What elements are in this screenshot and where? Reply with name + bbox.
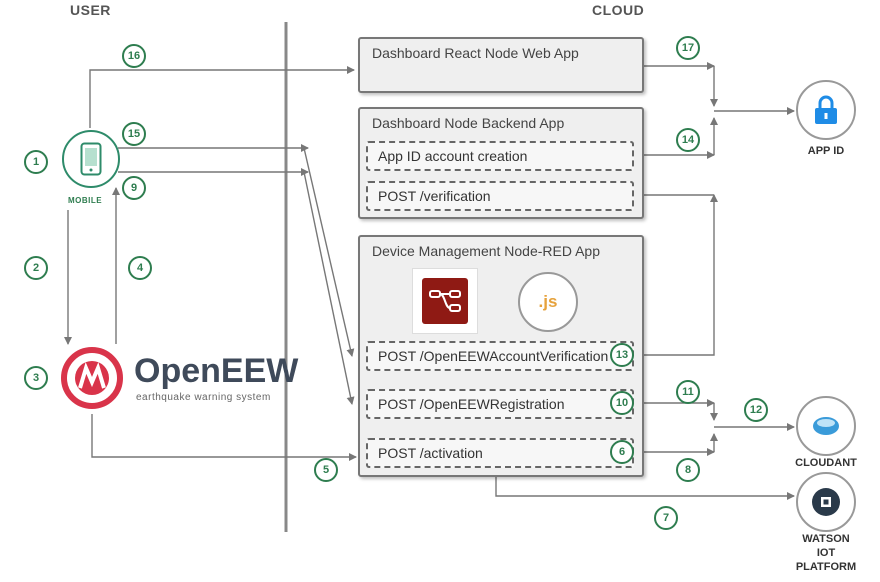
cloud-header: CLOUD	[592, 2, 645, 18]
openeew-logo-mark	[61, 347, 123, 409]
flow-16	[89, 66, 355, 128]
openeew-name: OpenEEW	[134, 352, 299, 390]
dashboard-backend-app[interactable]: Dashboard Node Backend App App ID accoun…	[358, 107, 644, 219]
node-red-logo	[422, 278, 468, 324]
step-badge-3: 3	[24, 366, 48, 390]
step-badge-1: 1	[24, 150, 48, 174]
user-header: USER	[70, 2, 111, 18]
step-badge-8: 8	[676, 458, 700, 482]
lock-icon	[815, 95, 837, 124]
watson-iot-label-line-1: WATSON	[802, 533, 850, 545]
endpoint-post-activation[interactable]: POST /activation	[366, 438, 634, 468]
dashboard-web-app-title: Dashboard React Node Web App	[372, 45, 579, 61]
phone-icon	[80, 142, 102, 176]
app-id-service[interactable]	[796, 80, 856, 140]
watson-iot-label-line-3: PLATFORM	[795, 561, 857, 573]
flow-5	[91, 414, 357, 461]
watson-iot-label: WATSON IOT PLATFORM	[790, 532, 862, 574]
openeew-logo	[60, 346, 124, 410]
step-badge-14: 14	[676, 128, 700, 152]
cloudant-service[interactable]	[796, 396, 856, 456]
step-badge-15: 15	[122, 122, 146, 146]
device-management-app[interactable]: Device Management Node-RED App POST /Ope…	[358, 235, 644, 477]
step-badge-11: 11	[676, 380, 700, 404]
step-badge-17: 17	[676, 36, 700, 60]
step-badge-12: 12	[744, 398, 768, 422]
step-badge-2: 2	[24, 256, 48, 280]
watson-iot-service[interactable]	[796, 472, 856, 532]
step-badge-13: 13	[610, 343, 634, 367]
node-red-icon	[412, 268, 478, 334]
endpoint-post-openeew-registration[interactable]: POST /OpenEEWRegistration	[366, 389, 634, 419]
step-badge-9: 9	[122, 176, 146, 200]
endpoint-post-verification[interactable]: POST /verification	[366, 181, 634, 211]
dashboard-backend-app-title: Dashboard Node Backend App	[372, 115, 565, 131]
flow-15-down	[303, 147, 355, 357]
endpoint-app-id-account-creation[interactable]: App ID account creation	[366, 141, 634, 171]
mobile-label: MOBILE	[68, 196, 103, 205]
step-badge-6: 6	[610, 440, 634, 464]
flow-13	[636, 194, 718, 356]
step-badge-7: 7	[654, 506, 678, 530]
step-badge-16: 16	[122, 44, 146, 68]
watson-iot-label-line-2: IOT	[816, 547, 836, 559]
flow-7	[495, 476, 795, 500]
step-badge-4: 4	[128, 256, 152, 280]
step-badge-10: 10	[610, 391, 634, 415]
mobile-node[interactable]	[62, 130, 120, 188]
step-badge-5: 5	[314, 458, 338, 482]
openeew-tagline: earthquake warning system	[136, 392, 271, 403]
chip-icon	[812, 488, 840, 516]
app-id-label: APP ID	[807, 145, 845, 157]
cloudant-icon	[813, 417, 839, 435]
flow-9-down	[303, 171, 355, 405]
dashboard-web-app[interactable]: Dashboard React Node Web App	[358, 37, 644, 93]
js-icon: .js	[518, 272, 578, 332]
endpoint-post-openeew-account-verification[interactable]: POST /OpenEEWAccountVerification	[366, 341, 634, 371]
cloudant-label: CLOUDANT	[795, 457, 857, 469]
device-management-app-title: Device Management Node-RED App	[372, 243, 601, 259]
